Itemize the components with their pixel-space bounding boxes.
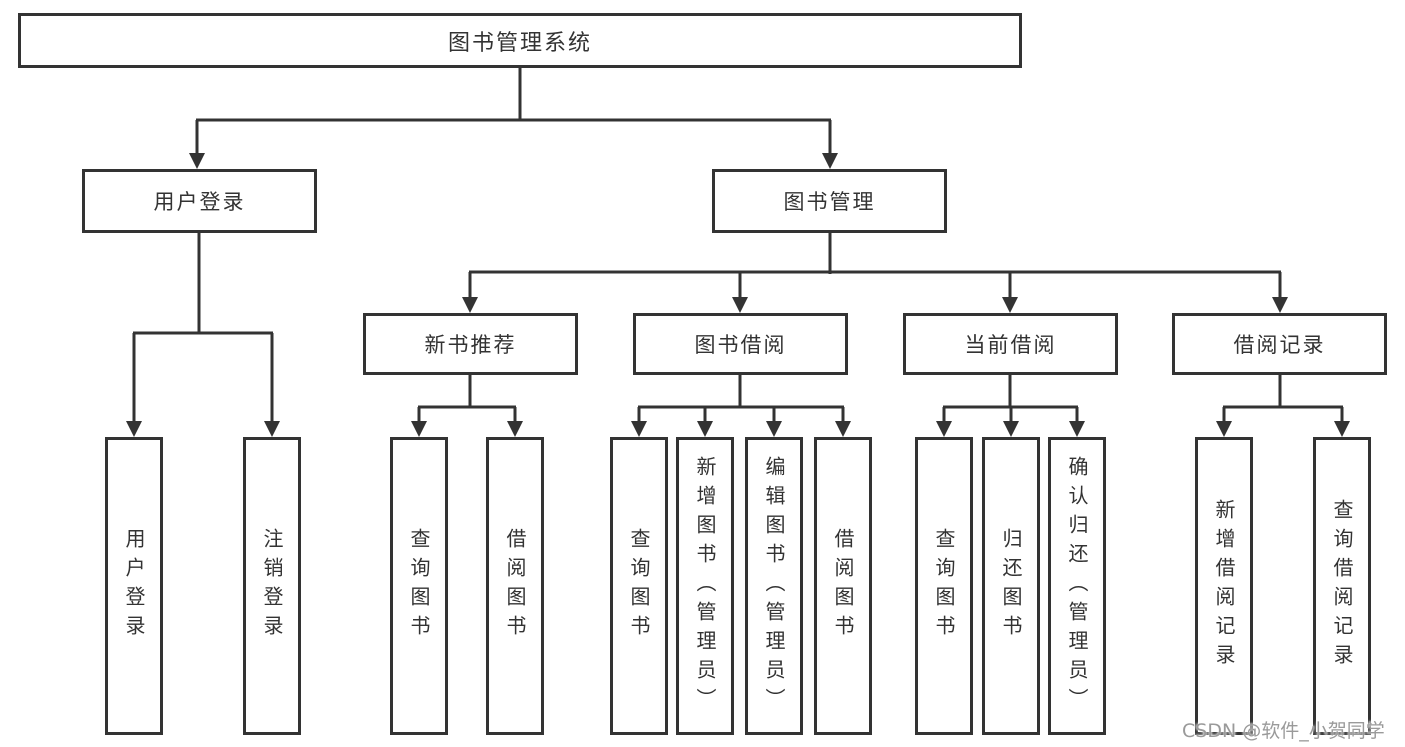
node-label: 当前借阅 <box>964 333 1057 357</box>
node-current-borrow: 当前借阅 <box>903 313 1118 375</box>
node-label: 注销登录 <box>260 528 284 644</box>
csdn-watermark: CSDN @软件_小贺同学 <box>1182 720 1385 742</box>
node-label: 编辑图书（管理员） <box>762 455 786 717</box>
node-label: 查询借阅记录 <box>1330 499 1354 673</box>
node-label: 查询图书 <box>407 528 431 644</box>
node-borrow-records: 借阅记录 <box>1172 313 1387 375</box>
leaf-recommend-query-books: 查询图书 <box>390 437 448 735</box>
node-label: 用户登录 <box>153 190 246 214</box>
node-label: 查询图书 <box>627 528 651 644</box>
node-label: 确认归还（管理员） <box>1065 455 1089 717</box>
leaf-records-query-record: 查询借阅记录 <box>1313 437 1371 735</box>
leaf-borrow-query-books: 查询图书 <box>610 437 668 735</box>
node-label: 图书管理 <box>783 190 876 214</box>
leaf-current-query-books: 查询图书 <box>915 437 973 735</box>
leaf-current-confirm-return-admin: 确认归还（管理员） <box>1048 437 1106 735</box>
leaf-current-return-books: 归还图书 <box>982 437 1040 735</box>
node-label: 新书推荐 <box>424 333 517 357</box>
node-book-borrow: 图书借阅 <box>633 313 848 375</box>
node-label: 新增图书（管理员） <box>693 455 717 717</box>
leaf-records-add-record: 新增借阅记录 <box>1195 437 1253 735</box>
leaf-recommend-borrow-books: 借阅图书 <box>486 437 544 735</box>
node-label: 图书管理系统 <box>447 30 592 56</box>
node-label: 新增借阅记录 <box>1212 499 1236 673</box>
node-library-management-system: 图书管理系统 <box>18 13 1022 68</box>
node-label: 查询图书 <box>932 528 956 644</box>
leaf-borrow-edit-books-admin: 编辑图书（管理员） <box>745 437 803 735</box>
node-label: 借阅记录 <box>1233 333 1326 357</box>
leaf-logout: 注销登录 <box>243 437 301 735</box>
node-book-management: 图书管理 <box>712 169 947 233</box>
node-user-login: 用户登录 <box>82 169 317 233</box>
leaf-borrow-add-books-admin: 新增图书（管理员） <box>676 437 734 735</box>
node-label: 归还图书 <box>999 528 1023 644</box>
node-label: 借阅图书 <box>503 528 527 644</box>
node-label: 借阅图书 <box>831 528 855 644</box>
node-new-book-recommend: 新书推荐 <box>363 313 578 375</box>
node-label: 图书借阅 <box>694 333 787 357</box>
leaf-borrow-borrow-books: 借阅图书 <box>814 437 872 735</box>
leaf-user-login: 用户登录 <box>105 437 163 735</box>
node-label: 用户登录 <box>122 528 146 644</box>
